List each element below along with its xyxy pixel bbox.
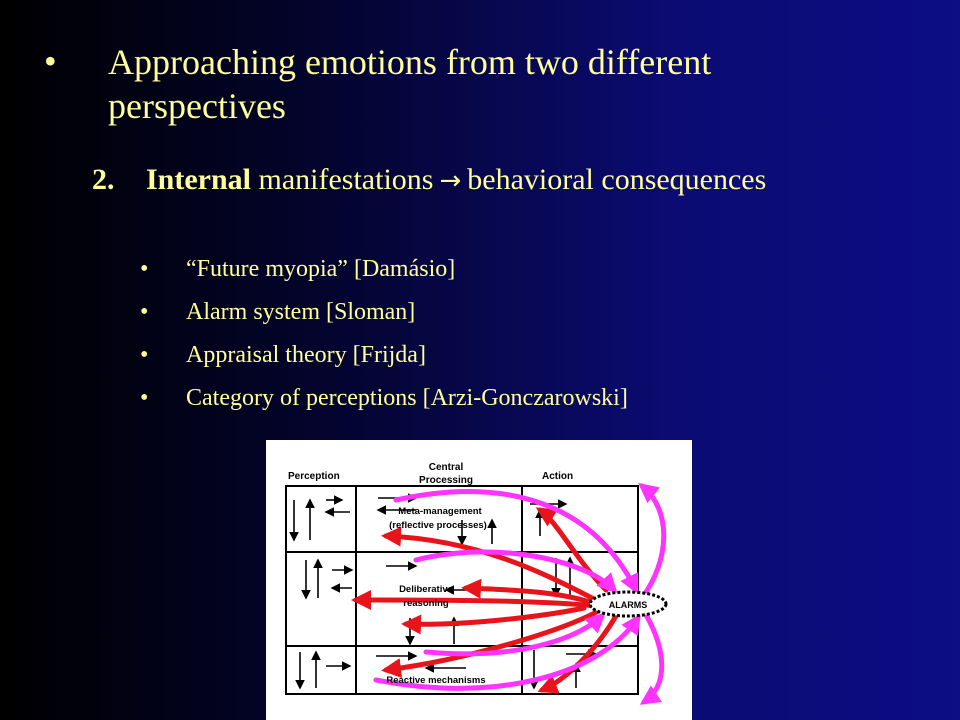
header-action: Action bbox=[542, 471, 573, 482]
point-text: Internal manifestations→behavioral conse… bbox=[146, 162, 846, 199]
header-perception: Perception bbox=[288, 471, 340, 482]
bullet-icon: • bbox=[140, 256, 149, 282]
list-item-label: “Future myopia” [Damásio] bbox=[186, 256, 456, 282]
right-arrow-icon: → bbox=[439, 166, 462, 196]
list-item: • Appraisal theory [Frijda] bbox=[140, 342, 900, 385]
list-item: • Category of perceptions [Arzi-Gonczarow… bbox=[140, 385, 900, 428]
point-text-before: manifestations bbox=[258, 163, 434, 196]
point-bold-word: Internal bbox=[146, 163, 251, 196]
layer-meta-sub-label: (reflective processes) bbox=[389, 520, 487, 531]
layer-meta-label: Meta-management bbox=[398, 506, 482, 517]
alarms-ellipse bbox=[588, 590, 668, 618]
point-text-after: behavioral consequences bbox=[467, 163, 767, 196]
slide-title: Approaching emotions from two different … bbox=[108, 42, 712, 126]
list-item-label: Alarm system [Sloman] bbox=[186, 299, 416, 325]
layer-reactive-label: Reactive mechanisms bbox=[386, 675, 485, 686]
list-item-label: Appraisal theory [Frijda] bbox=[186, 342, 426, 368]
title-bullet: • bbox=[44, 41, 57, 81]
point-number: 2. bbox=[92, 163, 115, 196]
architecture-diagram-svg: Perception Central Processing Action Met… bbox=[285, 462, 668, 705]
bullet-icon: • bbox=[140, 385, 149, 411]
layer-reasoning-label: reasoning bbox=[403, 598, 449, 609]
header-processing: Processing bbox=[419, 475, 473, 486]
architecture-diagram: Perception Central Processing Action Met… bbox=[266, 440, 692, 720]
bullet-list: • “Future myopia” [Damásio] • Alarm system… bbox=[140, 256, 900, 428]
layer-deliberative-label: Deliberative bbox=[399, 584, 453, 595]
list-item: • Alarm system [Sloman] bbox=[140, 299, 900, 342]
alarm-red-arrows bbox=[351, 507, 619, 694]
list-item-label: Category of perceptions [Arzi-Gonczarows… bbox=[186, 385, 628, 411]
header-central: Central bbox=[429, 462, 464, 473]
alarm-magenta-arrows bbox=[373, 482, 667, 705]
bullet-icon: • bbox=[140, 342, 149, 368]
bullet-icon: • bbox=[140, 299, 149, 325]
list-item: • “Future myopia” [Damásio] bbox=[140, 256, 900, 299]
alarms-label: ALARMS bbox=[609, 600, 648, 610]
